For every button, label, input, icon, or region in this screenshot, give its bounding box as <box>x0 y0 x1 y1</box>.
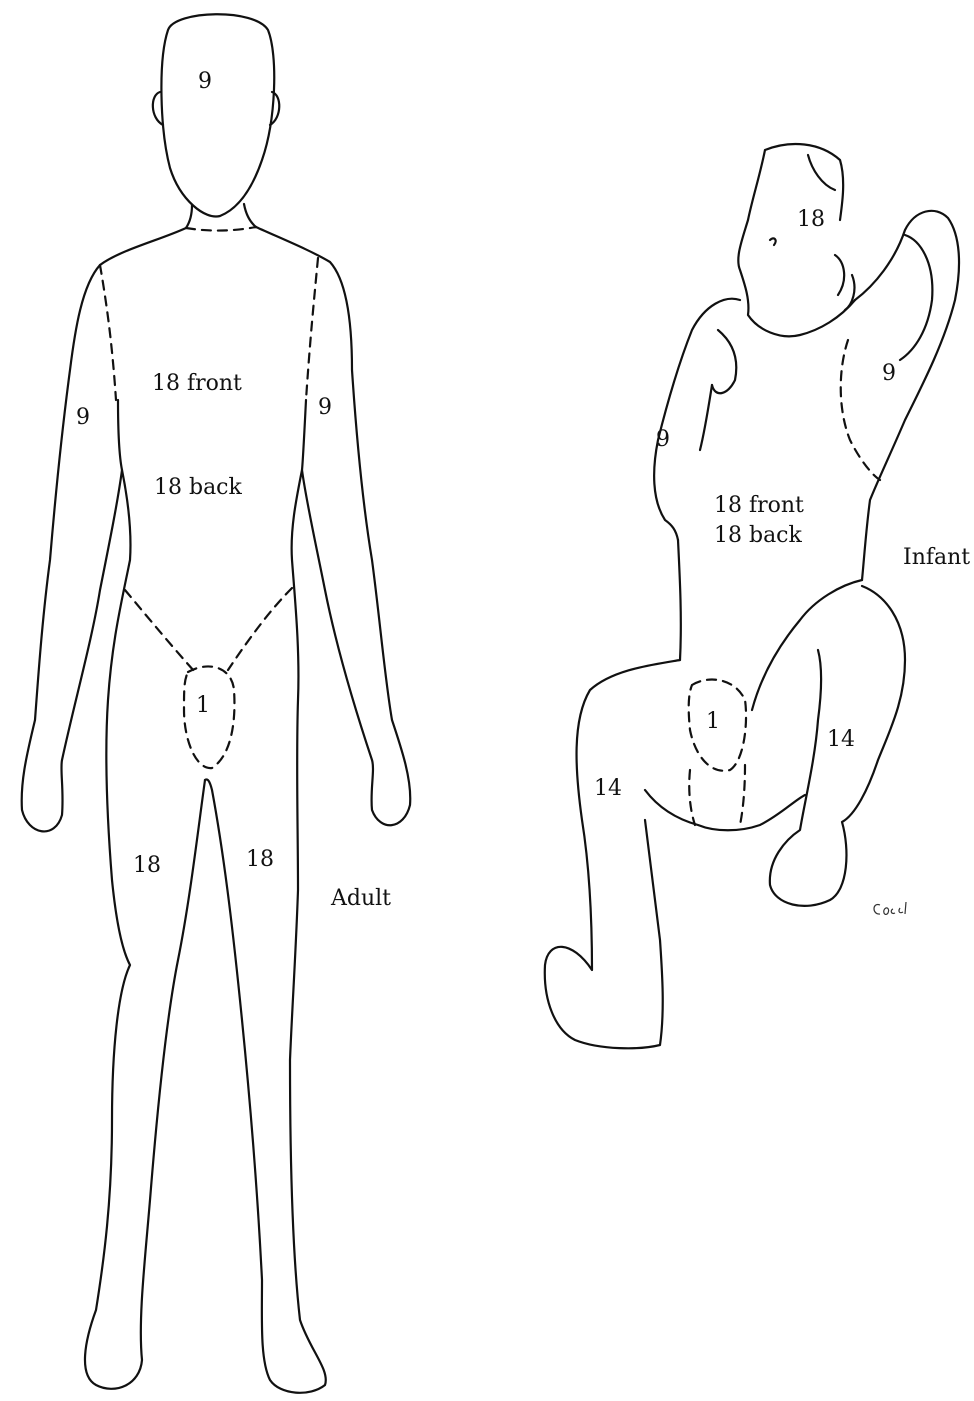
infant-trunk-left <box>678 540 681 660</box>
adult-body-left-outline <box>22 228 205 1389</box>
infant-right-arm-value: 9 <box>882 361 896 386</box>
adult-left-leg-value: 18 <box>246 847 274 872</box>
infant-left-hand <box>712 330 736 393</box>
infant-right-leg-value: 14 <box>827 727 855 752</box>
adult-head-outline <box>161 14 274 216</box>
adult-caption: Adult <box>330 886 391 911</box>
infant-trunk-front-value: 18 front <box>714 493 804 518</box>
adult-right-leg-value: 18 <box>133 853 161 878</box>
adult-trunk-back-value: 18 back <box>154 475 243 500</box>
infant-head-outline <box>738 144 855 336</box>
adult-left-shoulder-divider <box>100 265 116 400</box>
infant-groin-curve <box>645 790 805 830</box>
infant-ear <box>835 255 854 310</box>
adult-head-value: 9 <box>198 69 212 94</box>
infant-perineum-value: 1 <box>706 709 720 734</box>
adult-right-hip-divider <box>228 588 292 670</box>
infant-left-arm-inner <box>700 385 712 450</box>
adult-inner-arm-right <box>302 400 306 470</box>
infant-left-leg-value: 14 <box>594 776 622 801</box>
infant-trunk-back-value: 18 back <box>714 523 803 548</box>
adult-figure <box>22 14 411 1393</box>
infant-raised-arm-inner <box>900 235 932 360</box>
adult-body-right-outline <box>205 227 410 1393</box>
infant-raised-arm-outline <box>855 211 959 580</box>
infant-inner-thigh-divider <box>689 765 745 825</box>
adult-neck-divider <box>186 227 256 231</box>
adult-right-shoulder-divider <box>306 258 318 400</box>
infant-head-value: 18 <box>797 207 825 232</box>
infant-left-leg-outline <box>545 660 680 1048</box>
infant-eye <box>770 238 776 245</box>
adult-neck-outline-right <box>244 204 256 227</box>
infant-left-arm-value: 9 <box>656 427 670 452</box>
infant-caption: Infant <box>903 545 970 570</box>
signature-mark <box>874 902 906 914</box>
adult-left-hip-divider <box>125 590 195 672</box>
adult-inner-arm-left <box>118 400 122 470</box>
infant-figure <box>545 144 959 1048</box>
infant-hair-curl <box>808 155 835 190</box>
adult-right-arm-value: 9 <box>76 405 90 430</box>
infant-right-shoulder-divider <box>841 340 880 480</box>
adult-trunk-front-value: 18 front <box>152 371 242 396</box>
adult-neck-outline <box>186 205 192 228</box>
adult-left-arm-value: 9 <box>318 395 332 420</box>
adult-perineum-value: 1 <box>196 693 210 718</box>
